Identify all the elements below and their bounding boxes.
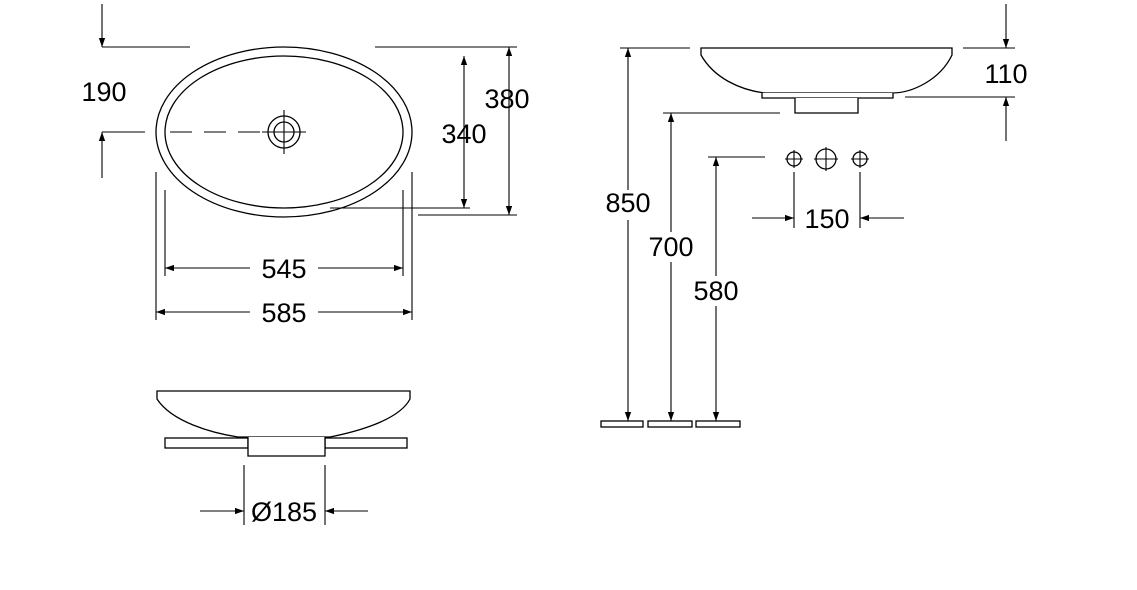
countertop-right <box>324 437 408 449</box>
drain-body-side <box>794 98 859 114</box>
drain-icon <box>262 110 306 154</box>
countertop-left <box>164 437 249 449</box>
dim-545-label: 545 <box>261 254 306 284</box>
basin-foot-side <box>761 93 894 99</box>
basin-inner-rim <box>164 55 404 209</box>
tap-hole-center-icon <box>814 147 838 171</box>
basin-outer-rim <box>155 46 413 218</box>
front-view: Ø185 <box>156 390 411 527</box>
side-view: 110 850 700 580 <box>600 4 1028 428</box>
floor-plate-850 <box>600 420 644 428</box>
dim-580-label: 580 <box>693 276 738 306</box>
dim-380-label: 380 <box>484 84 529 114</box>
basin-bowl-side <box>700 47 953 94</box>
dim-340-label: 340 <box>441 119 486 149</box>
tap-hole-left-icon <box>785 150 803 168</box>
drain-body-front <box>247 437 326 457</box>
basin-bowl-front <box>156 390 411 438</box>
dim-190-label: 190 <box>81 77 126 107</box>
floor-plate-700 <box>647 420 693 428</box>
tap-hole-right-icon <box>851 150 869 168</box>
dim-585-label: 585 <box>261 298 306 328</box>
dim-185-label: Ø185 <box>251 497 317 527</box>
top-view: 190 380 340 545 585 <box>81 4 530 328</box>
dim-150-label: 150 <box>804 204 849 234</box>
dim-700-label: 700 <box>648 232 693 262</box>
dim-850-label: 850 <box>605 188 650 218</box>
floor-plate-580 <box>695 420 741 428</box>
dim-110-label: 110 <box>984 59 1027 89</box>
